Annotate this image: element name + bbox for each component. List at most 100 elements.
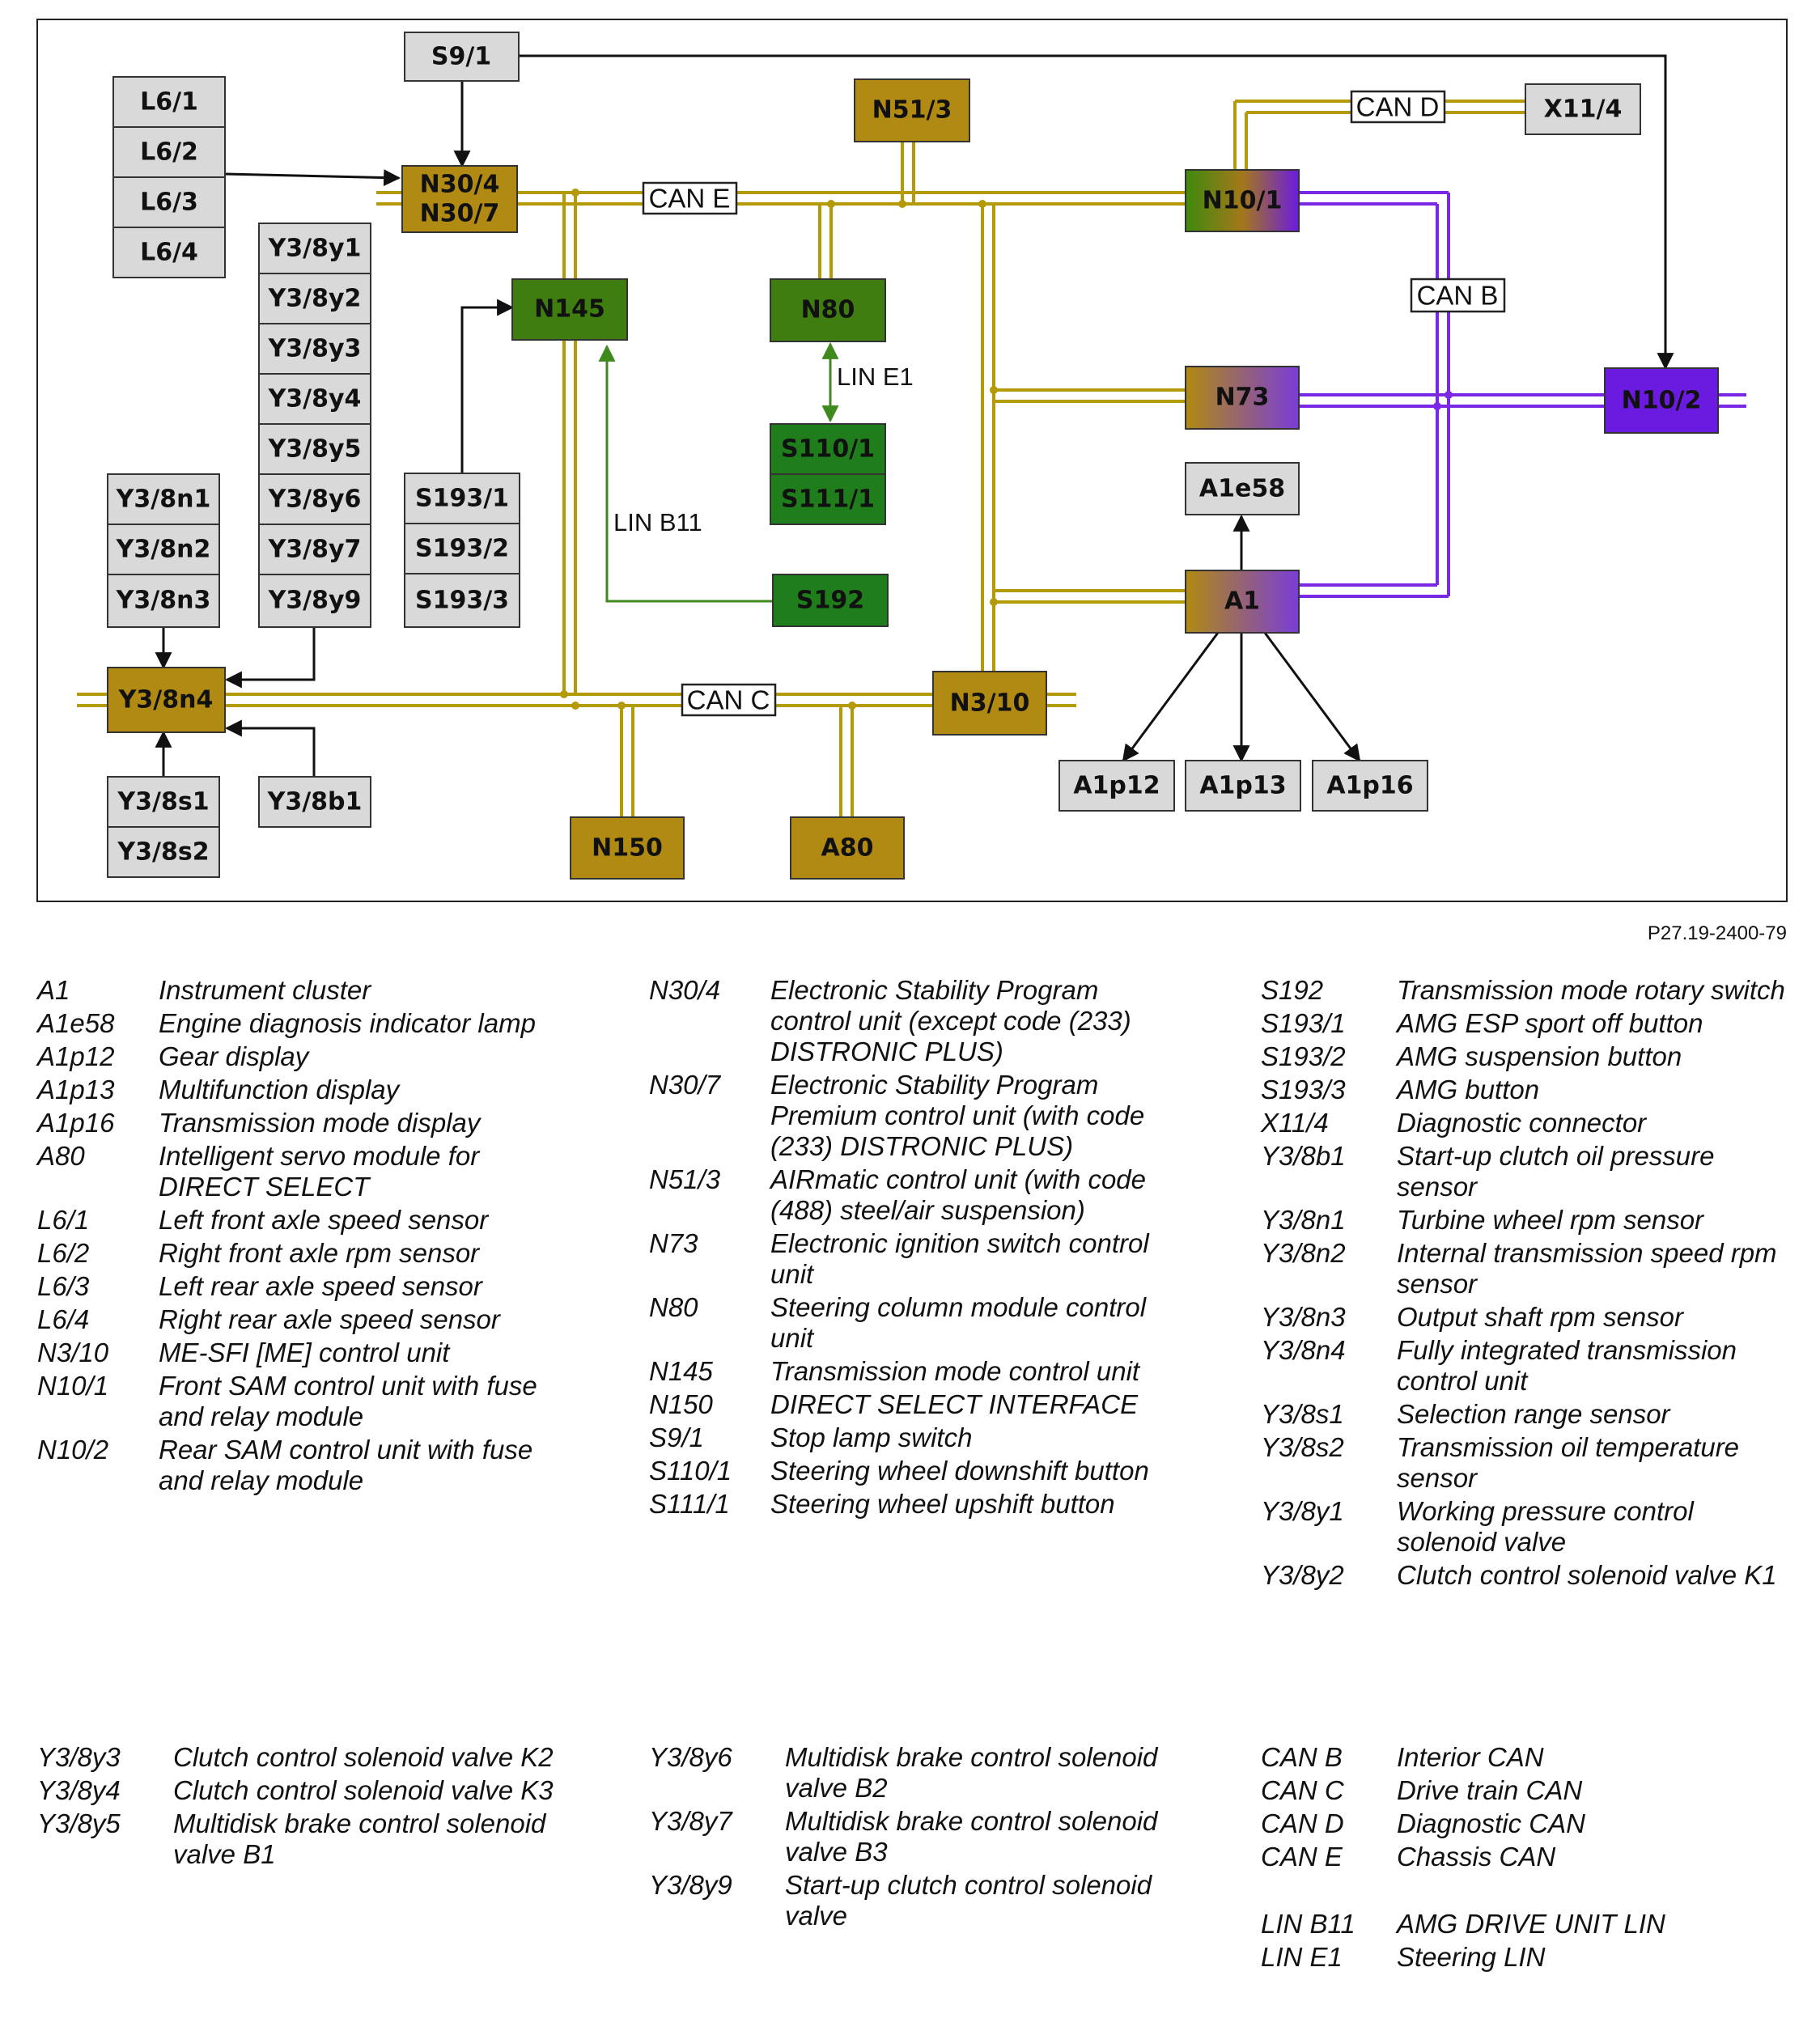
can-d-tag: CAN D <box>1350 90 1446 124</box>
legend-description: AMG ESP sport off button <box>1397 1008 1703 1038</box>
legend-description: Clutch control solenoid valve K1 <box>1397 1560 1777 1590</box>
legend-code: Y3/8y1 <box>1261 1496 1344 1526</box>
svg-text:CAN E: CAN E <box>649 184 731 214</box>
block-y3-8n1: Y3/8n1 <box>107 473 220 525</box>
lin-links <box>598 341 839 603</box>
legend-description: Transmission mode control unit <box>770 1356 1140 1386</box>
block-y3-8y7: Y3/8y7 <box>258 524 371 575</box>
block-n73: N73 <box>1185 366 1300 430</box>
arrow-y8y-to-y8n4 <box>224 627 316 689</box>
legend-code: N3/10 <box>37 1338 109 1367</box>
svg-text:L6/4: L6/4 <box>140 239 198 267</box>
svg-text:Y3/8s1: Y3/8s1 <box>117 788 209 816</box>
block-n3-10: N3/10 <box>932 671 1047 736</box>
svg-text:N3/10: N3/10 <box>950 689 1030 718</box>
legend-item: N3/10 ME-SFI [ME] control unit <box>37 1338 555 1368</box>
block-n145: N145 <box>511 278 628 341</box>
legend-description: ME-SFI [ME] control unit <box>159 1338 450 1367</box>
component-blocks: S9/1 L6/1 L6/2 L6/3 L6/4 N30/4 N30/7 N51… <box>107 32 1719 880</box>
legend-description: Left rear axle speed sensor <box>159 1271 482 1301</box>
legend-code: A1p16 <box>37 1108 115 1138</box>
legend-code: N150 <box>649 1389 713 1419</box>
legend-description: AMG DRIVE UNIT LIN <box>1397 1909 1665 1939</box>
legend-description: Transmission oil temperature sensor <box>1397 1432 1740 1493</box>
legend-code: Y3/8y2 <box>1261 1560 1344 1590</box>
svg-text:N10/2: N10/2 <box>1622 387 1702 415</box>
block-y3-8n2: Y3/8n2 <box>107 524 220 575</box>
legend-description: Electronic Stability Program control uni… <box>770 975 1131 1066</box>
block-n10-2: N10/2 <box>1604 367 1719 434</box>
block-a1p13: A1p13 <box>1185 760 1301 812</box>
svg-text:S193/2: S193/2 <box>415 535 509 563</box>
svg-text:Y3/8n3: Y3/8n3 <box>116 587 211 615</box>
lin-e1-label: LIN E1 <box>837 362 914 391</box>
legend-code: N10/2 <box>37 1435 109 1465</box>
legend-description: Internal transmission speed rpm sensor <box>1397 1238 1777 1299</box>
legend-code: A1e58 <box>37 1008 115 1038</box>
legend-code: CAN E <box>1261 1842 1343 1872</box>
legend-code: S193/2 <box>1261 1041 1346 1071</box>
svg-text:S9/1: S9/1 <box>431 43 491 71</box>
svg-text:Y3/8s2: Y3/8s2 <box>117 838 209 867</box>
block-a1: A1 <box>1185 570 1300 634</box>
block-y3-8y6: Y3/8y6 <box>258 473 371 525</box>
legend-code: CAN B <box>1261 1742 1343 1772</box>
legend-code: N145 <box>649 1356 713 1386</box>
legend-description: Right front axle rpm sensor <box>159 1238 480 1268</box>
legend-item: N51/3 AIRmatic control unit (with code (4… <box>649 1164 1167 1226</box>
legend-code: LIN E1 <box>1261 1942 1343 1972</box>
block-s193-3: S193/3 <box>404 573 520 628</box>
legend-code: Y3/8n2 <box>1261 1238 1346 1268</box>
block-l6-1: L6/1 <box>112 76 226 128</box>
legend-code: Y3/8y6 <box>649 1742 732 1772</box>
svg-text:N10/1: N10/1 <box>1203 187 1283 215</box>
legend-description: Left front axle speed sensor <box>159 1205 489 1235</box>
svg-text:S110/1: S110/1 <box>781 435 875 464</box>
legend-item: Y3/8n2 Internal transmission speed rpm se… <box>1261 1238 1795 1299</box>
block-y3-8y4: Y3/8y4 <box>258 373 371 425</box>
legend-code: Y3/8y7 <box>649 1806 732 1836</box>
legend-code: Y3/8y9 <box>649 1870 732 1900</box>
block-l6-2: L6/2 <box>112 126 226 178</box>
legend-description: Electronic ignition switch control unit <box>770 1228 1149 1289</box>
legend-description: Transmission mode rotary switch <box>1397 975 1785 1005</box>
legend-code: Y3/8y3 <box>37 1742 121 1772</box>
svg-text:S192: S192 <box>796 587 864 615</box>
bus-junction-dots <box>560 189 1453 710</box>
legend-description: AIRmatic control unit (with code (488) s… <box>770 1164 1147 1225</box>
legend-description: Output shaft rpm sensor <box>1397 1302 1683 1332</box>
block-a1p12: A1p12 <box>1058 760 1175 812</box>
document-reference: P27.19-2400-79 <box>1647 922 1787 944</box>
legend-description: Clutch control solenoid valve K3 <box>173 1775 554 1805</box>
legend-code: A1p12 <box>37 1041 115 1071</box>
block-s9-1: S9/1 <box>404 32 520 82</box>
svg-text:Y3/8y1: Y3/8y1 <box>268 235 362 263</box>
block-s193-1: S193/1 <box>404 473 520 524</box>
legend-description: AMG button <box>1397 1075 1540 1104</box>
can-c-tag: CAN C <box>681 683 777 717</box>
svg-text:A1: A1 <box>1224 587 1260 616</box>
legend-description: Front SAM control unit with fuse and rel… <box>159 1371 537 1431</box>
legend-description: Multifunction display <box>159 1075 400 1104</box>
legend-description: DIRECT SELECT INTERFACE <box>770 1389 1139 1419</box>
legend-code: N51/3 <box>649 1164 721 1194</box>
legend-code: A80 <box>37 1141 85 1171</box>
svg-text:N73: N73 <box>1215 384 1270 412</box>
legend-code: S193/1 <box>1261 1008 1346 1038</box>
legend-code: Y3/8s2 <box>1261 1432 1344 1462</box>
